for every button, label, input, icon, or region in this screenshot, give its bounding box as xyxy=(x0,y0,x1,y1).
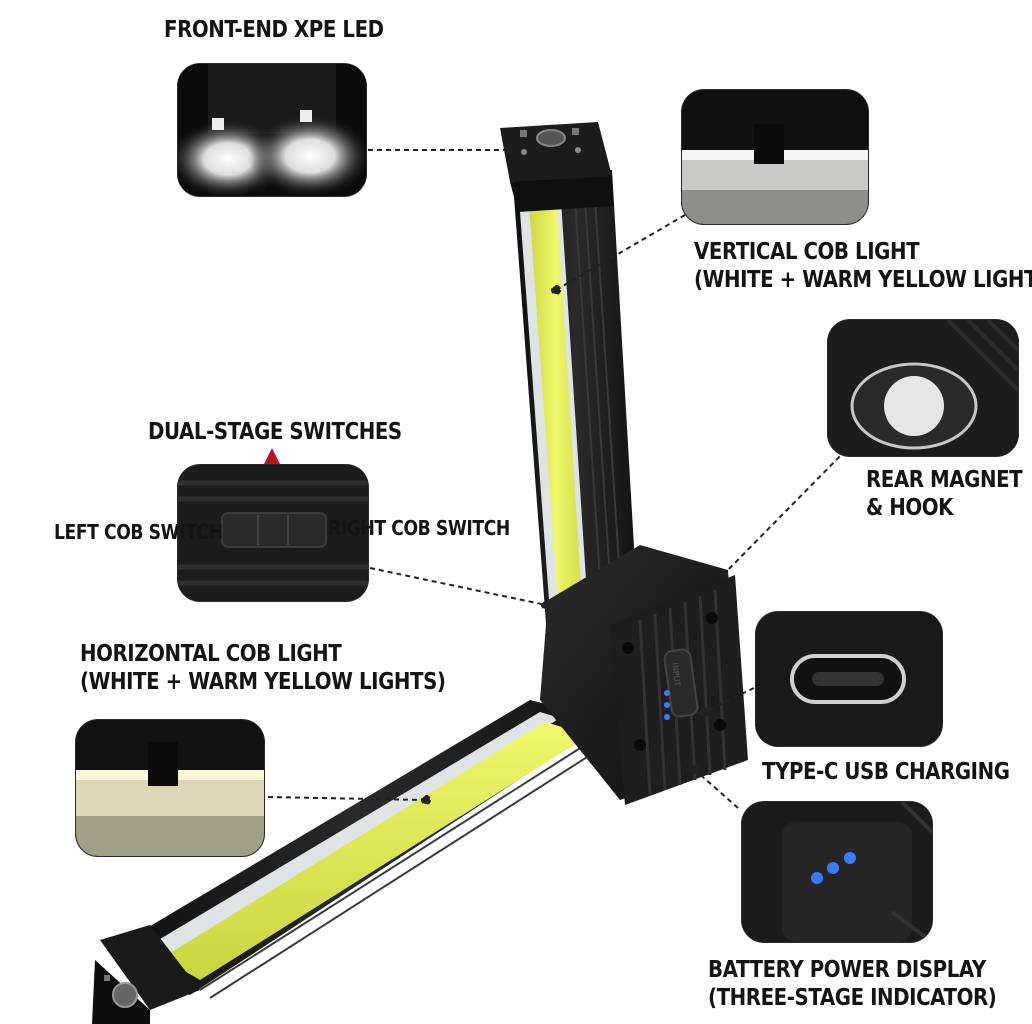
front-led-title: FRONT-END XPE LED xyxy=(164,17,384,43)
battery-indicator-inset xyxy=(742,802,932,942)
battery-subtitle: (THREE-STAGE INDICATOR) xyxy=(708,985,997,1011)
rear-magnet-label: REAR MAGNET & HOOK xyxy=(866,466,1023,522)
battery-hub xyxy=(540,545,748,805)
rear-magnet-title: REAR MAGNET xyxy=(866,467,1023,493)
battery-indicator-leds xyxy=(664,690,670,720)
rear-magnet-subtitle: & HOOK xyxy=(866,495,954,521)
right-switch-label: RIGHT COB SWITCH xyxy=(328,516,510,540)
dual-switch-title: DUAL-STAGE SWITCHES xyxy=(148,419,402,445)
vertical-cob-panel xyxy=(528,190,584,632)
horizontal-cob-subtitle: (WHITE + WARM YELLOW LIGHTS) xyxy=(80,669,446,695)
vertical-cob-subtitle: (WHITE + WARM YELLOW LIGHTS) xyxy=(694,267,1032,293)
horizontal-cob-inset xyxy=(76,720,264,856)
horizontal-cob-title: HORIZONTAL COB LIGHT xyxy=(80,641,342,667)
callout-lines xyxy=(267,146,847,809)
horizontal-cob-label: HORIZONTAL COB LIGHT (WHITE + WARM YELLO… xyxy=(80,640,446,696)
rear-magnet-inset xyxy=(828,320,1018,456)
vertical-cob-label: VERTICAL COB LIGHT (WHITE + WARM YELLOW … xyxy=(694,238,1032,294)
type-c-title: TYPE-C USB CHARGING xyxy=(762,759,1010,785)
horizontal-cob-panel xyxy=(162,722,590,980)
left-switch-label: LEFT COB SWITCH xyxy=(54,520,223,544)
horizontal-arm xyxy=(92,700,610,1024)
battery-label: BATTERY POWER DISPLAY (THREE-STAGE INDIC… xyxy=(708,956,997,1012)
type-c-inset xyxy=(756,612,942,746)
vertical-arm xyxy=(500,122,640,650)
front-led-inset xyxy=(178,64,366,196)
switch-inset xyxy=(178,465,368,601)
vertical-cob-title: VERTICAL COB LIGHT xyxy=(694,239,920,265)
vertical-cob-inset xyxy=(682,90,868,224)
battery-title: BATTERY POWER DISPLAY xyxy=(708,957,986,983)
